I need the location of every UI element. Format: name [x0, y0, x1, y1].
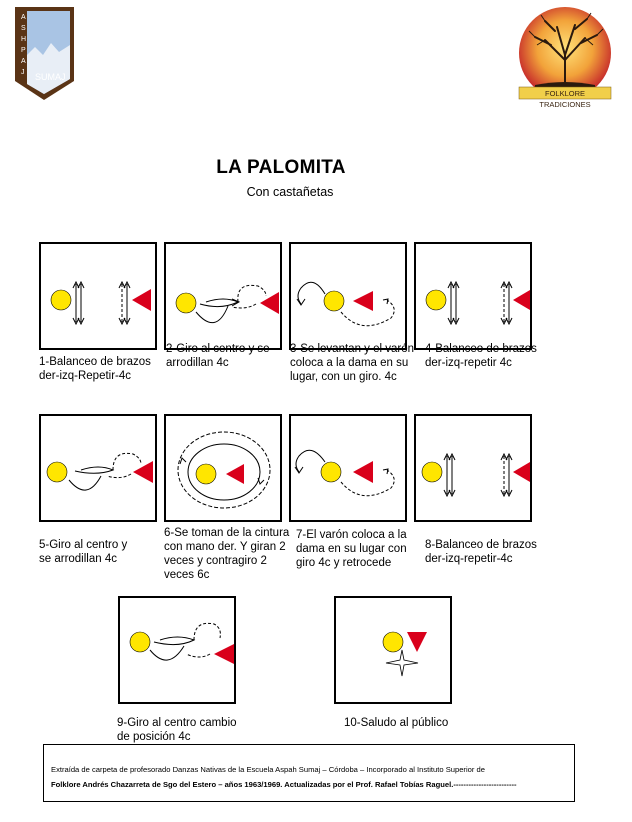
varon-marker [132, 289, 151, 311]
figure-3-caption: 3-Se levantan y el varón coloca a la dam… [290, 343, 415, 383]
svg-text:S: S [21, 25, 26, 32]
figure-5-caption: 5-Giro al centro y se arrodillan 4c [39, 539, 128, 565]
svg-text:J: J [21, 69, 25, 76]
figure-8-diagram [414, 414, 532, 522]
logo-letters-a: A [21, 14, 26, 21]
figure-8-caption: 8-Balanceo de brazos der-izq-repetir-4c [425, 539, 537, 565]
source-note-line-1: Extraída de carpeta de profesorado Danza… [51, 765, 485, 774]
figure-5-diagram [39, 414, 157, 522]
source-note: Extraída de carpeta de profesorado Danza… [43, 744, 575, 802]
figure-2-diagram [164, 242, 282, 350]
figure-7-diagram [289, 414, 407, 522]
page-title: LA PALOMITA [216, 157, 346, 178]
figure-9-caption: 9-Giro al centro cambio de posición 4c [117, 717, 237, 743]
figure-7-caption: 7-El varón coloca a la dama en su lugar … [296, 529, 407, 569]
dama-marker [50, 289, 72, 311]
svg-text:A: A [21, 58, 26, 65]
figure-10-caption: 10-Saludo al público [344, 717, 449, 729]
ashpaj-sumaj-logo: A S H P A J SUMAJ [13, 5, 76, 102]
figure-2-caption: 2-Giro al centro y se arrodillan 4c [166, 343, 270, 369]
figure-3-diagram [289, 242, 407, 350]
page-subtitle: Con castañetas [246, 185, 334, 199]
figure-4-diagram [414, 242, 532, 350]
right-logo-text: FOLKLORE TRADICIONES [539, 89, 591, 109]
svg-text:P: P [21, 47, 26, 54]
figure-4-caption: 4-Balanceo de brazos der-izq-repetir 4c [425, 343, 537, 369]
figure-1-diagram [39, 242, 157, 350]
figure-6-diagram [164, 414, 282, 522]
figure-6-caption: 6-Se toman de la cintura con mano der. Y… [164, 527, 290, 581]
svg-text:SUMAJ: SUMAJ [35, 72, 66, 82]
star-icon [385, 649, 419, 677]
source-note-line-2: Folklore Andrés Chazarreta de Sgo del Es… [51, 780, 517, 789]
figure-10-diagram [334, 596, 452, 704]
svg-text:H: H [21, 36, 26, 43]
folklore-tradiciones-logo: FOLKLORE TRADICIONES [515, 5, 615, 109]
figure-1-caption: 1-Balanceo de brazos der-izq-Repetir-4c [39, 356, 151, 382]
figure-9-diagram [118, 596, 236, 704]
